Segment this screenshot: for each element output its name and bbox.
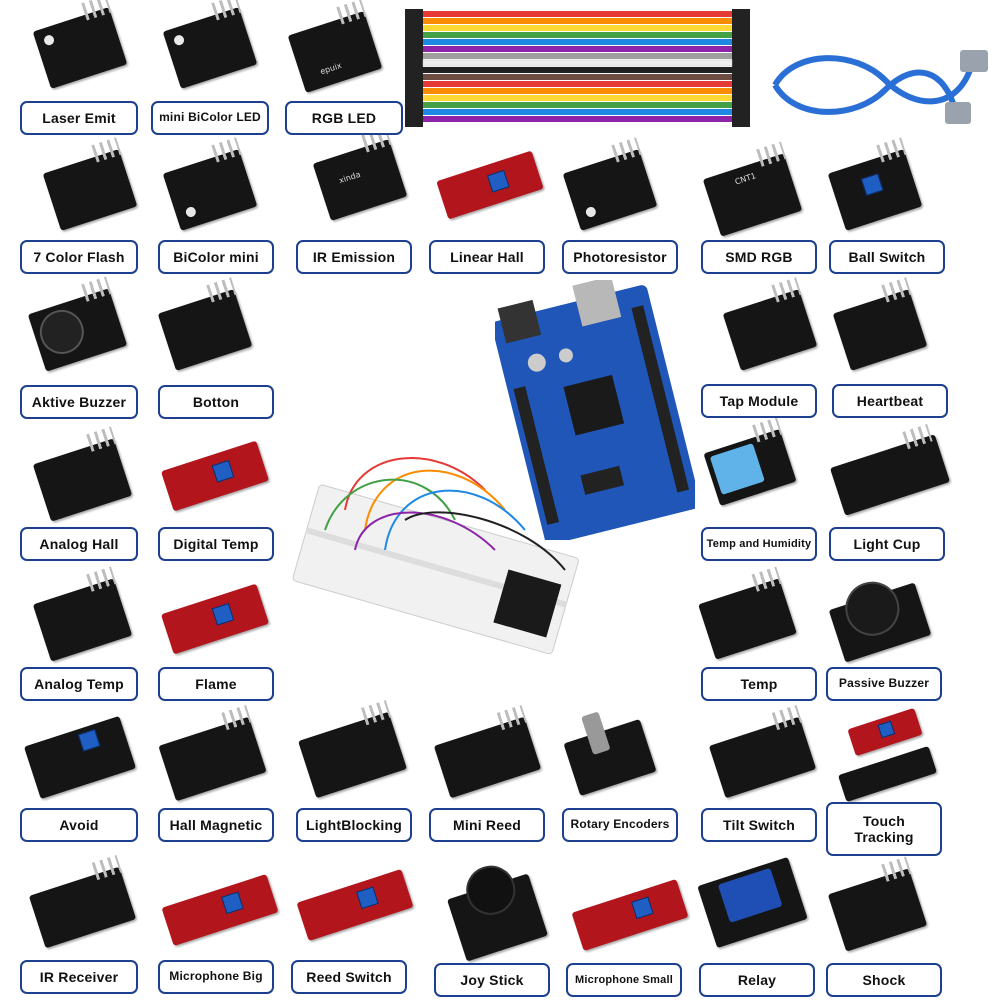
label-digital-temp: Digital Temp — [158, 527, 274, 561]
arduino-uno-board-image — [495, 280, 695, 540]
label-tilt-switch: Tilt Switch — [701, 808, 817, 842]
label-temp: Temp — [701, 667, 817, 701]
label-7-color-flash: 7 Color Flash — [20, 240, 138, 274]
reed-switch-module-image — [296, 868, 414, 942]
tracking-module-image — [837, 746, 938, 802]
label-ir-emission: IR Emission — [296, 240, 412, 274]
label-bicolor-mini: BiColor mini — [158, 240, 274, 274]
laser-emit-module-image — [32, 0, 128, 89]
photoresistor-module-image — [562, 137, 658, 231]
label-lightblocking: LightBlocking — [296, 808, 412, 842]
rotary-encoders-module-image — [563, 711, 657, 797]
label-tracking: Tracking — [854, 829, 914, 845]
heartbeat-module-image — [832, 277, 928, 371]
smd-rgb-module-image: CNT1 — [702, 141, 803, 237]
tilt-switch-module-image — [708, 704, 817, 799]
pcb-brand-text: epuix — [319, 60, 343, 77]
label-temp-and-humidity: Temp and Humidity — [701, 527, 817, 561]
microphone-big-module-image — [161, 873, 279, 947]
hall-magnetic-module-image — [158, 705, 267, 802]
analog-hall-module-image — [32, 426, 133, 522]
label-avoid: Avoid — [20, 808, 138, 842]
mini-bicolor-led-module-image — [162, 0, 258, 89]
label-microphone-small: Microphone Small — [566, 963, 682, 997]
pcb-brand-text: xinda — [337, 169, 362, 186]
passive-buzzer-module-image — [828, 574, 932, 663]
bicolor-mini-module-image — [162, 137, 258, 231]
relay-module-image — [697, 856, 808, 949]
label-smd-rgb: SMD RGB — [701, 240, 817, 274]
rgb-led-module-image: epuix — [287, 0, 383, 93]
avoid-module-image — [23, 715, 137, 800]
shock-module-image — [827, 856, 928, 952]
aktive-buzzer-module-image — [27, 276, 128, 372]
ball-switch-module-image — [827, 137, 923, 231]
linear-hall-module-image — [436, 150, 544, 220]
label-analog-hall: Analog Hall — [20, 527, 138, 561]
label-reed-switch: Reed Switch — [291, 960, 407, 994]
label-analog-temp: Analog Temp — [20, 667, 138, 701]
joy-stick-module-image — [447, 859, 548, 962]
label-ir-receiver: IR Receiver — [20, 960, 138, 994]
label-aktive-buzzer: Aktive Buzzer — [20, 385, 138, 419]
breadboard-kit-image — [292, 457, 579, 655]
label-light-cup: Light Cup — [829, 527, 945, 561]
label-joy-stick: Joy Stick — [434, 963, 550, 997]
smd-board-text: CNT1 — [733, 171, 758, 187]
label-touch: Touch — [863, 812, 905, 829]
label-passive-buzzer: Passive Buzzer — [826, 667, 942, 701]
label-mini-bicolor-led: mini BiColor LED — [151, 101, 269, 135]
tap-module-image — [722, 277, 818, 371]
ir-emission-module-image: xinda — [312, 127, 408, 221]
label-touch-tracking: Touch Tracking — [826, 802, 942, 856]
dupont-wires-image — [405, 9, 750, 127]
microphone-small-module-image — [571, 878, 689, 952]
label-shock: Shock — [826, 963, 942, 997]
label-mini-reed: Mini Reed — [429, 808, 545, 842]
label-botton: Botton — [158, 385, 274, 419]
mini-reed-module-image — [433, 704, 542, 799]
label-relay: Relay — [699, 963, 815, 997]
ir-receiver-module-image — [28, 854, 137, 949]
label-ball-switch: Ball Switch — [829, 240, 945, 274]
analog-temp-module-image — [32, 566, 133, 662]
label-laser-emit: Laser Emit — [20, 101, 138, 135]
seven-color-flash-module-image — [42, 137, 138, 231]
temp-module-image — [698, 566, 797, 660]
label-photoresistor: Photoresistor — [562, 240, 678, 274]
label-microphone-big: Microphone Big — [158, 960, 274, 994]
label-heartbeat: Heartbeat — [832, 384, 948, 418]
light-cup-module-image — [829, 424, 951, 516]
usb-cable-image — [772, 50, 988, 124]
label-rotary-encoders: Rotary Encoders — [562, 808, 678, 842]
flame-module-image — [160, 583, 270, 655]
digital-temp-module-image — [160, 440, 270, 512]
label-rgb-led: RGB LED — [285, 101, 403, 135]
label-linear-hall: Linear Hall — [429, 240, 545, 274]
lightblocking-module-image — [298, 700, 407, 799]
botton-module-image — [157, 277, 253, 371]
touch-module-image — [847, 707, 923, 757]
temp-and-humidity-module-image — [703, 417, 797, 507]
label-tap-module: Tap Module — [701, 384, 817, 418]
label-flame: Flame — [158, 667, 274, 701]
label-hall-magnetic: Hall Magnetic — [158, 808, 274, 842]
